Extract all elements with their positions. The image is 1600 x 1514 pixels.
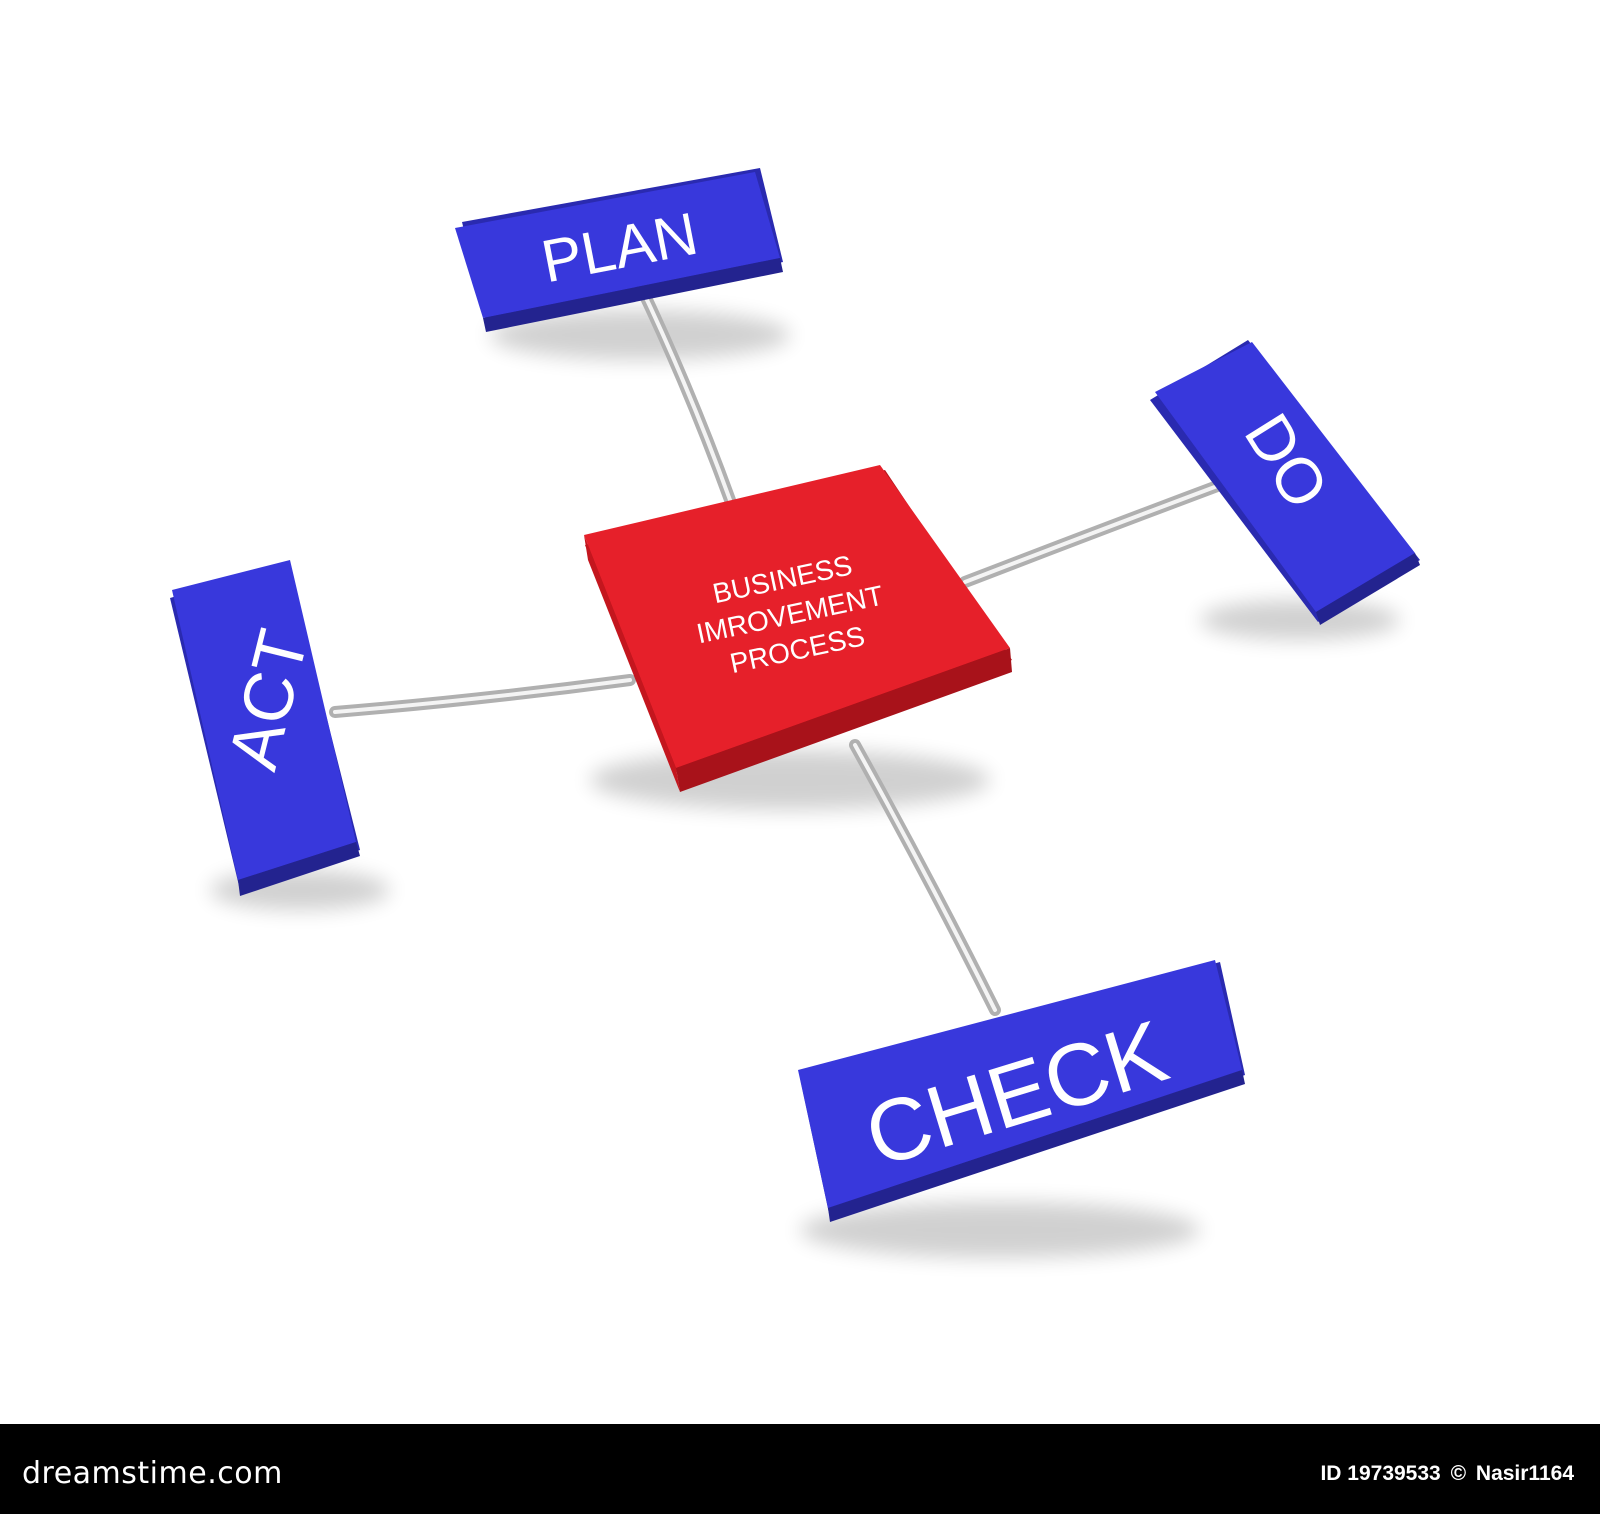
footer-id: ID 19739533: [1320, 1462, 1441, 1485]
copyright-icon: ©: [1450, 1462, 1467, 1485]
node-plan: PLAN: [455, 168, 783, 332]
connectors: [329, 279, 1226, 1016]
node-act: ACT: [170, 560, 360, 896]
footer-author: Nasir1164: [1475, 1462, 1574, 1485]
footer-brand: dreamstime.com: [22, 1456, 283, 1491]
pdca-diagram: PLAN DO ACT CHECK BUSINESS IMROVEMENT PR…: [170, 168, 1420, 1258]
center-node: BUSINESS IMROVEMENT PROCESS: [584, 465, 1012, 792]
node-check: CHECK: [798, 960, 1245, 1222]
node-do: DO: [1150, 340, 1420, 625]
watermark-footer: dreamstime.com ID 19739533 © Nasir1164: [0, 1424, 1600, 1514]
footer-meta: ID 19739533 © Nasir1164: [1320, 1462, 1578, 1486]
